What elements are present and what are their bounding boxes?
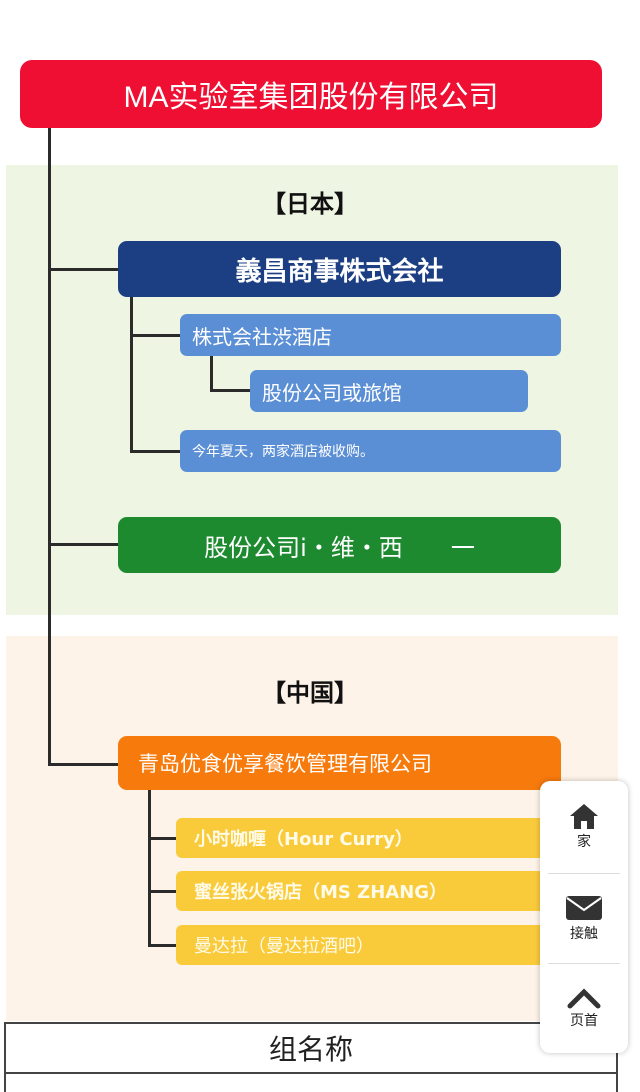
china-store: 曼达拉（曼达拉酒吧）	[176, 925, 561, 965]
connector-line	[130, 334, 180, 337]
japan-sub-subsidiary: 股份公司或旅馆	[250, 370, 528, 412]
connector-line	[210, 389, 250, 392]
connector-line	[48, 763, 118, 766]
envelope-icon	[566, 896, 602, 920]
connector-line	[148, 837, 176, 840]
house-icon	[570, 804, 598, 829]
region-label-japan: 【日本】	[262, 190, 358, 218]
root-company: MA实验室集团股份有限公司	[20, 60, 602, 128]
china-store: 小时咖喱（Hour Curry）	[176, 818, 561, 858]
divider	[548, 873, 620, 874]
china-company: 青岛优食优享餐饮管理有限公司	[118, 736, 561, 790]
connector-line	[130, 450, 180, 453]
region-label-china: 【中国】	[262, 679, 358, 707]
contact-label: 接触	[570, 926, 598, 942]
china-store: 蜜丝张火锅店（MS ZHANG）	[176, 871, 561, 911]
trunk-line	[48, 128, 51, 766]
connector-line	[48, 268, 118, 271]
floating-nav: 家 接触 页首	[540, 781, 628, 1053]
connector-line	[48, 543, 118, 546]
top-label: 页首	[570, 1013, 598, 1029]
connector-line	[130, 297, 133, 453]
japan-subsidiary: 株式会社渋酒店	[180, 314, 561, 356]
japan-second-company: 股份公司i・维・西 一	[118, 517, 561, 573]
connector-line	[148, 790, 151, 947]
connector-line	[148, 890, 176, 893]
chevron-up-icon	[567, 988, 601, 1009]
divider	[548, 963, 620, 964]
connector-line	[148, 944, 176, 947]
japan-company: 義昌商事株式会社	[118, 241, 561, 297]
table-header: 组名称	[4, 1022, 618, 1074]
japan-note: 今年夏天，两家酒店被收购。	[180, 430, 561, 472]
back-to-top-button[interactable]: 页首	[540, 963, 628, 1053]
home-button[interactable]: 家	[540, 781, 628, 871]
table-row	[4, 1072, 618, 1092]
home-label: 家	[577, 834, 591, 850]
contact-button[interactable]: 接触	[540, 873, 628, 963]
connector-line	[210, 356, 213, 392]
